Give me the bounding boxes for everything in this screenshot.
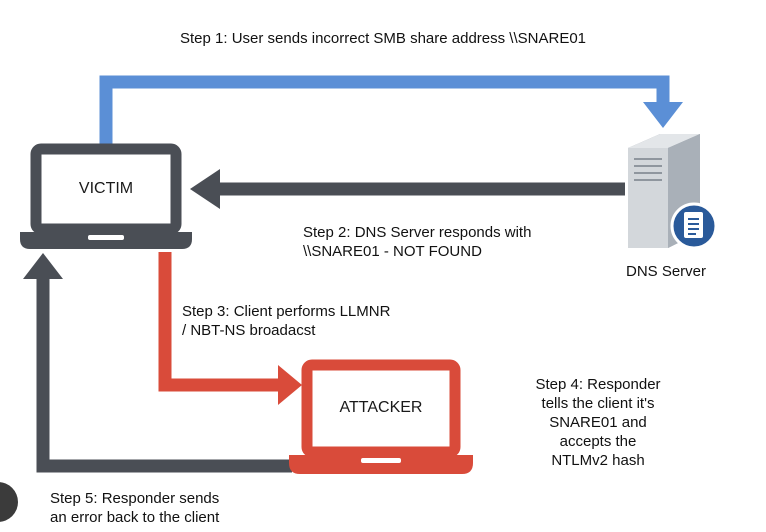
step4-label: Step 4: Responder tells the client it's … <box>535 376 661 469</box>
attacker-laptop-icon <box>289 359 473 474</box>
step2-arrow <box>190 169 625 209</box>
step3-arrow <box>158 252 302 405</box>
dns-server-icon <box>628 134 718 250</box>
step5-label: Step 5: Responder sends an error back to… <box>50 490 220 526</box>
attacker-label: ATTACKER <box>339 399 423 416</box>
corner-circle-button[interactable] <box>0 482 18 522</box>
step1-arrow <box>99 75 683 148</box>
dns-server-label: DNS Server <box>625 263 707 280</box>
victim-laptop-icon <box>20 143 192 249</box>
step1-label: Step 1: User sends incorrect SMB share a… <box>180 30 587 47</box>
step3-label: Step 3: Client performs LLMNR / NBT-NS b… <box>182 303 391 339</box>
step2-label: Step 2: DNS Server responds with \\SNARE… <box>303 224 532 260</box>
step5-arrow <box>23 253 292 473</box>
victim-label: VICTIM <box>78 180 134 197</box>
